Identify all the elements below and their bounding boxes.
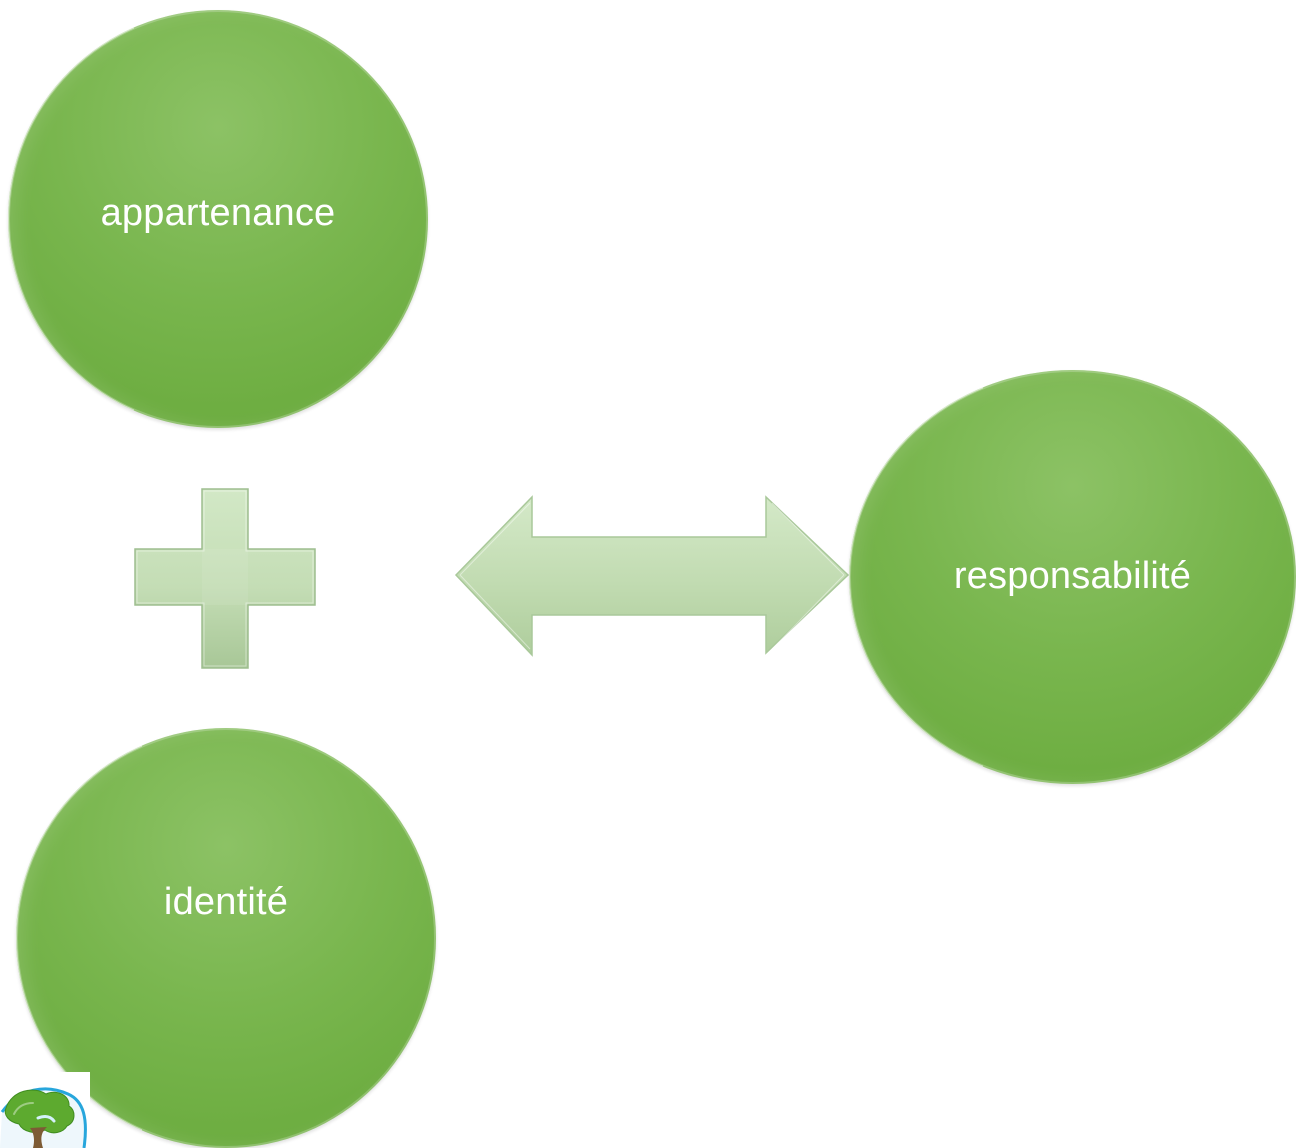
- node-label-identite: identité: [163, 881, 289, 923]
- node-responsabilite: responsabilité: [849, 370, 1296, 784]
- plus-icon: [134, 488, 316, 669]
- double-arrow-icon: [454, 495, 850, 657]
- node-label-responsabilite: responsabilité: [953, 555, 1192, 597]
- node-appartenance: appartenance: [8, 10, 428, 428]
- tree-logo: [0, 1072, 90, 1148]
- tree-logo-icon: [0, 1087, 87, 1148]
- node-label-appartenance: appartenance: [100, 192, 336, 234]
